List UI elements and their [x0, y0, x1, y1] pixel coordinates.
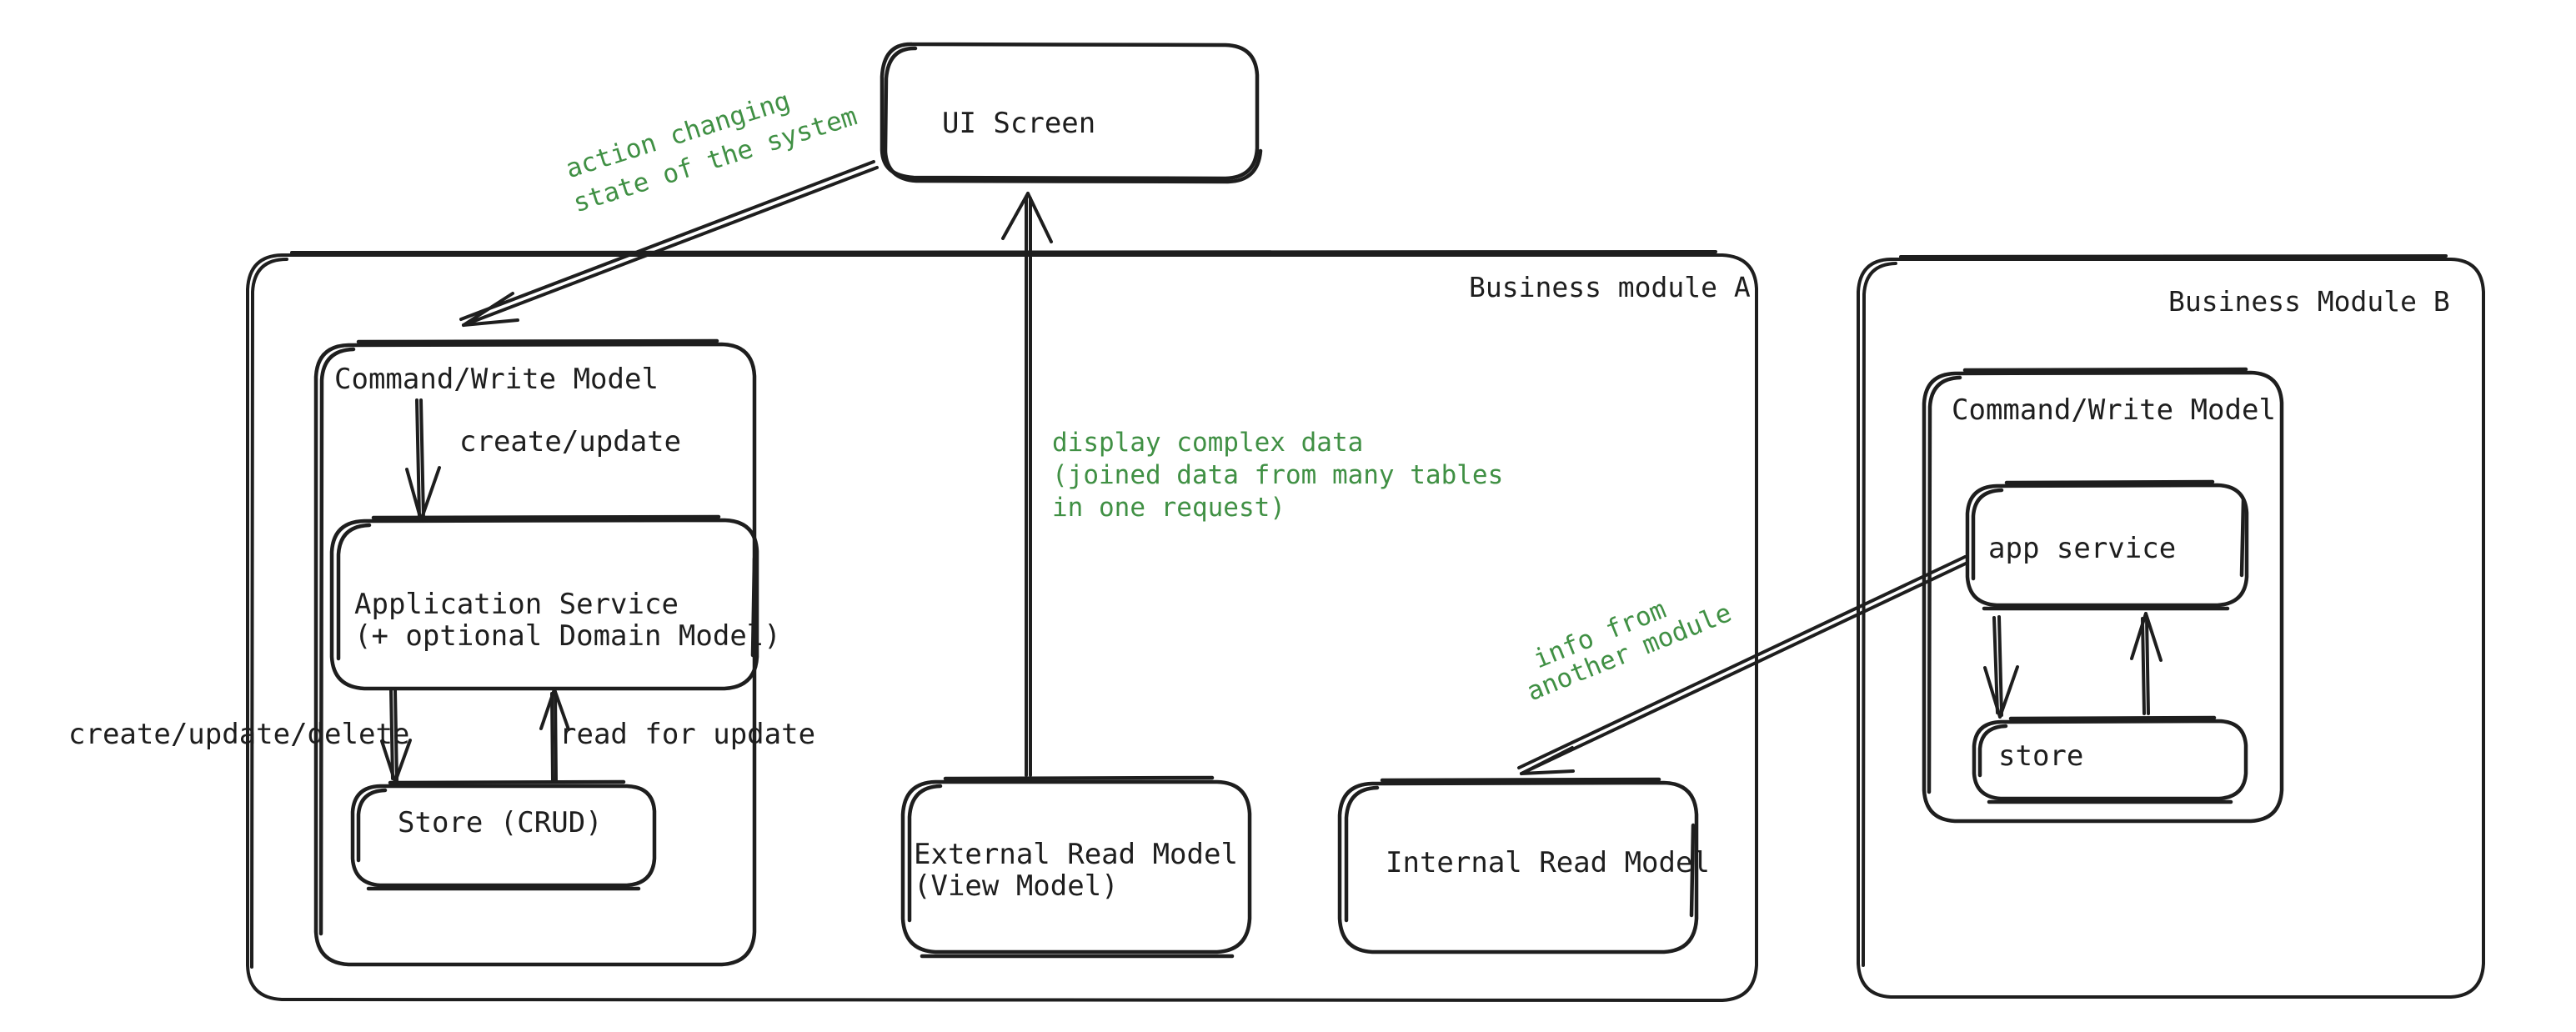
- ui-screen-label: UI Screen: [942, 107, 1096, 140]
- business-module-a-title: Business module A: [1469, 271, 1751, 303]
- b-command-write-model-box-outline: [1922, 367, 2284, 824]
- a-command-write-model-label: Command/Write Model: [334, 363, 659, 396]
- create-update-label: create/update: [459, 425, 682, 458]
- external-read-model-label-line1: External Read Model: [914, 838, 1238, 871]
- a-store-label: Store (CRUD): [398, 806, 603, 839]
- edge-label-display-complex-data-line1: display complex data: [1052, 428, 1364, 458]
- arrow-b-app-service-to-store: [1983, 615, 2019, 719]
- arrow-read-model-to-ui: [1001, 192, 1053, 777]
- b-store-label: store: [1998, 739, 2084, 773]
- edge-label-display-complex-data-line3: in one request): [1052, 493, 1285, 523]
- read-for-update-label: read for update: [559, 718, 816, 751]
- business-module-b-title: Business Module B: [2168, 285, 2450, 318]
- internal-read-model-label: Internal Read Model: [1386, 846, 1710, 879]
- edge-label-display-complex-data-line2: (joined data from many tables: [1052, 460, 1504, 490]
- arrow-b-store-to-app-service: [2130, 612, 2163, 715]
- arrow-create-update: [405, 398, 441, 522]
- business-module-b-box-outline: [1857, 254, 2485, 999]
- create-update-delete-label: create/update/delete: [68, 718, 410, 751]
- b-app-service-label: app service: [1988, 532, 2177, 565]
- a-application-service-label-line2: (+ optional Domain Model): [354, 619, 781, 653]
- external-read-model-label-line2: (View Model): [914, 869, 1119, 903]
- b-command-write-model-label: Command/Write Model: [1952, 393, 2276, 427]
- a-application-service-label-line1: Application Service: [354, 588, 679, 621]
